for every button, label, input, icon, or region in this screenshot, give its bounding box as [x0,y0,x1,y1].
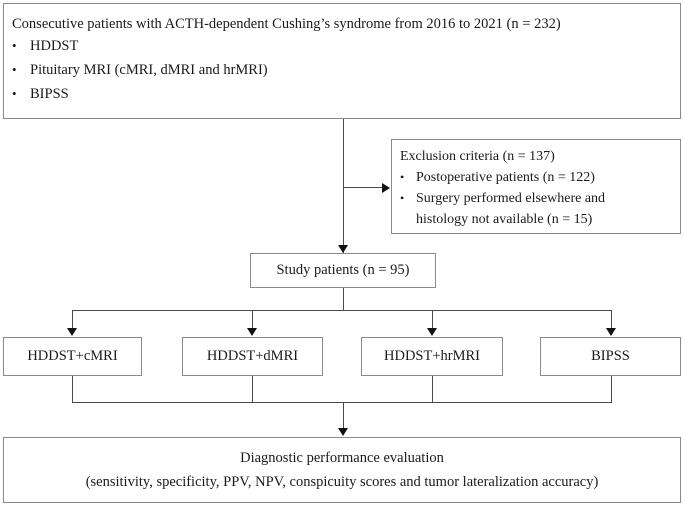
connector-split-to-hddst-cmri [72,310,73,329]
arrowhead-into-exclusion-box [382,183,390,193]
enrollment-bullet-3-label: BIPSS [30,86,69,102]
method-box-hddst-dmri-label: HDDST+dMRI [206,348,299,364]
exclusion-criteria-box: Exclusion criteria (n = 137) • Postopera… [391,139,681,234]
connector-spine-to-exclusion [343,187,383,188]
exclusion-heading: Exclusion criteria (n = 137) [400,149,555,164]
arrowhead-into-hddst-dmri [247,328,257,336]
method-box-hddst-cmri: HDDST+cMRI [3,337,142,376]
method-box-bipss-label: BIPSS [591,348,630,364]
connector-split-bar [72,310,611,311]
enrollment-bullet-1: • HDDST [12,34,680,58]
enrollment-bullet-2: • Pituitary MRI (cMRI, dMRI and hrMRI) [12,58,680,82]
exclusion-bullet-2-label: Surgery performed elsewhere and [416,191,606,206]
method-box-hddst-hrmri-label: HDDST+hrMRI [384,348,480,364]
connector-enrollment-to-study [343,119,344,253]
enrollment-bullet-3: • BIPSS [12,82,680,106]
bullet-icon: • [400,191,405,205]
exclusion-bullet-1-label: Postoperative patients (n = 122) [416,170,595,185]
outcome-line-1: Diagnostic performance evaluation [240,450,444,466]
bullet-icon: • [12,38,17,53]
bullet-icon: • [400,170,405,184]
method-box-hddst-dmri: HDDST+dMRI [182,337,323,376]
arrowhead-into-study-box [338,245,348,253]
enrollment-bullet-1-label: HDDST [30,38,79,54]
exclusion-bullet-1: • Postoperative patients (n = 122) [400,167,680,188]
arrowhead-into-bipss [606,328,616,336]
enrollment-heading: Consecutive patients with ACTH-dependent… [12,16,561,32]
connector-split-to-bipss [611,310,612,329]
exclusion-bullet-2-continuation: histology not available (n = 15) [416,212,593,227]
connector-split-to-hddst-dmri [252,310,253,329]
connector-hddst-hrmri-to-merge [432,376,433,402]
bullet-icon: • [12,62,17,77]
outcome-line-2: (sensitivity, specificity, PPV, NPV, con… [85,474,599,490]
method-box-hddst-cmri-label: HDDST+cMRI [27,348,118,364]
study-patients-label: Study patients (n = 95) [276,262,410,278]
exclusion-bullet-2: • Surgery performed elsewhere and [400,188,680,209]
method-box-hddst-hrmri: HDDST+hrMRI [361,337,503,376]
enrollment-bullet-2-label: Pituitary MRI (cMRI, dMRI and hrMRI) [30,62,268,78]
study-patients-box: Study patients (n = 95) [250,253,436,288]
arrowhead-into-hddst-cmri [67,328,77,336]
enrollment-box: Consecutive patients with ACTH-dependent… [3,3,681,119]
connector-hddst-dmri-to-merge [252,376,253,402]
bullet-icon: • [12,86,17,101]
method-box-bipss: BIPSS [540,337,681,376]
connector-study-to-split [343,288,344,311]
connector-hddst-cmri-to-merge [72,376,73,402]
arrowhead-into-hddst-hrmri [427,328,437,336]
outcome-box: Diagnostic performance evaluation (sensi… [3,437,681,503]
connector-bipss-to-merge [611,376,612,402]
arrowhead-into-outcome-box [338,428,348,436]
connector-split-to-hddst-hrmri [432,310,433,329]
connector-merge-to-outcome [343,402,344,429]
connector-merge-bar [72,402,612,403]
